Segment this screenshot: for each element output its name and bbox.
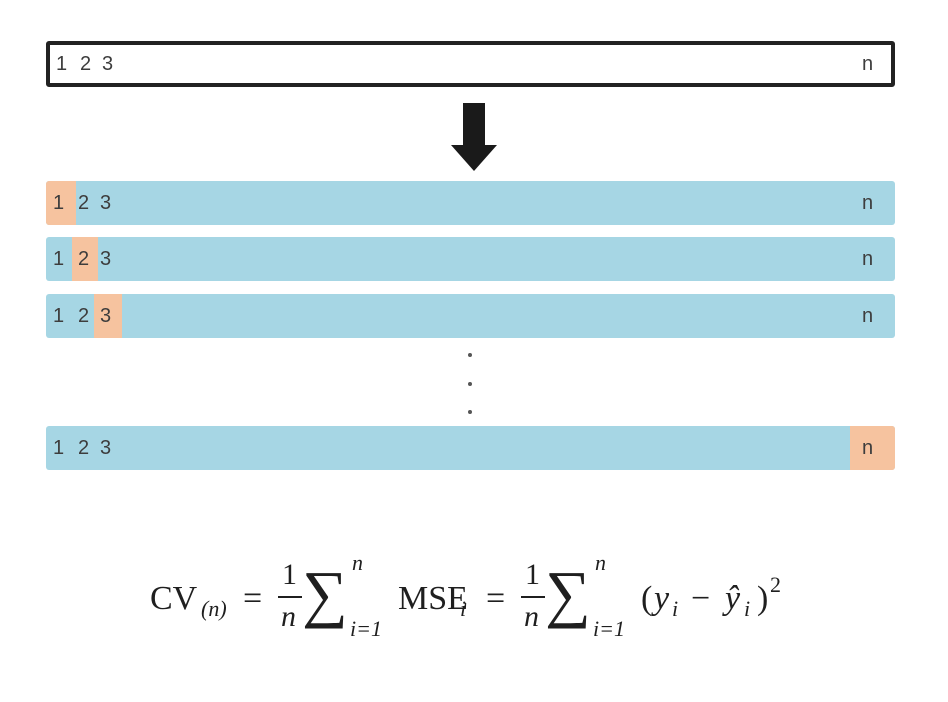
formula-paren-open: ( <box>641 580 653 617</box>
formula-sum-sign-2: ∑ <box>545 558 591 629</box>
formula-mse: MSE <box>398 580 468 617</box>
fold-label-3: 3 <box>100 248 112 270</box>
fold-label-2: 2 <box>78 248 90 270</box>
ellipsis-dot <box>468 382 472 386</box>
validation-cell <box>46 181 76 225</box>
cv-formula: CV (n) = 1 n ∑ n i=1 MSE i = 1 n ∑ n i=1… <box>150 548 810 648</box>
formula-sum-upper: n <box>352 550 363 575</box>
formula-equals: = <box>243 580 263 617</box>
fold-label-2: 2 <box>78 192 90 214</box>
validation-cell <box>94 294 122 338</box>
full-label-n: n <box>862 53 874 75</box>
fold-label-n: n <box>862 192 874 214</box>
formula-sum-lower: i=1 <box>350 616 382 641</box>
fold-label-n: n <box>862 248 874 270</box>
formula-mse-subscript: i <box>460 596 467 621</box>
fold-label-1: 1 <box>53 305 65 327</box>
validation-cell <box>72 237 98 281</box>
formula-yhat-subscript: i <box>744 596 751 621</box>
fold-row-3: 1 2 3 n <box>46 294 895 338</box>
formula-paren-close: ) <box>757 580 769 617</box>
full-label-3: 3 <box>102 53 114 75</box>
formula-sum-lower-2: i=1 <box>593 616 625 641</box>
ellipsis-dot <box>468 410 472 414</box>
fold-label-1: 1 <box>53 248 65 270</box>
fraction-bar <box>278 596 302 598</box>
fold-row-2: 1 2 3 n <box>46 237 895 281</box>
down-arrow-icon <box>451 103 497 171</box>
fold-label-3: 3 <box>100 437 112 459</box>
fold-label-n: n <box>862 437 874 459</box>
formula-sum-upper-2: n <box>595 550 606 575</box>
formula-equals-2: = <box>486 580 506 617</box>
full-label-1: 1 <box>56 53 68 75</box>
formula-yhat: ŷ <box>725 580 741 617</box>
formula-y-subscript: i <box>672 596 679 621</box>
fraction-bar-2 <box>521 596 545 598</box>
formula-numerator-1: 1 <box>282 558 297 591</box>
fold-label-n: n <box>862 305 874 327</box>
ellipsis-dot <box>468 353 472 357</box>
formula-cv-subscript: (n) <box>201 596 227 621</box>
fold-label-2: 2 <box>78 437 90 459</box>
formula-cv: CV <box>150 580 198 617</box>
formula-denominator-nb: n <box>524 600 539 633</box>
validation-cell <box>850 426 895 470</box>
formula-exponent: 2 <box>770 572 781 597</box>
fold-row-1: 1 2 3 n <box>46 181 895 225</box>
fold-label-3: 3 <box>100 305 112 327</box>
formula-numerator-1b: 1 <box>525 558 540 591</box>
fold-row-n: 1 2 3 n <box>46 426 895 470</box>
fold-label-2: 2 <box>78 305 90 327</box>
formula-y: y <box>654 580 670 617</box>
formula-denominator-n: n <box>281 600 296 633</box>
formula-minus: − <box>691 580 711 617</box>
fold-label-3: 3 <box>100 192 112 214</box>
full-label-2: 2 <box>80 53 92 75</box>
full-dataset-bar: 1 2 3 n <box>46 41 895 87</box>
formula-sum-sign: ∑ <box>302 558 348 629</box>
fold-label-1: 1 <box>53 437 65 459</box>
fold-label-1: 1 <box>53 192 65 214</box>
